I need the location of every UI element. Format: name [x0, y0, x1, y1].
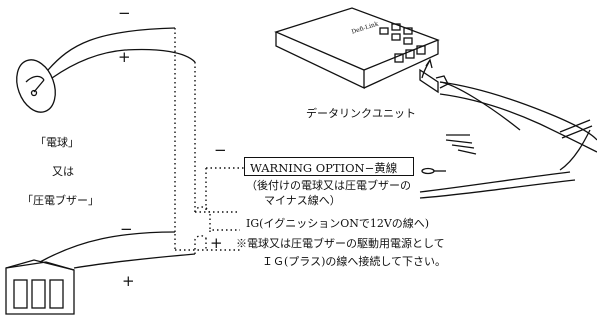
warning-note-line-2: マイナス線へ）: [264, 194, 341, 207]
warning-minus-sign: −: [214, 141, 227, 159]
warning-option-box: WARNING OPTION−黄線: [244, 157, 414, 176]
ig-plus-sign: +: [210, 234, 223, 252]
data-link-unit: [274, 7, 449, 94]
or-label: 又は: [52, 165, 74, 178]
bulb-icon: [16, 27, 196, 113]
buzzer-plus-sign: +: [122, 272, 135, 290]
bulb-minus-sign: −: [118, 4, 131, 22]
note-line-2: ＩＧ(プラス)の線へ接続して下さい。: [262, 255, 447, 268]
bulb-label: 「電球」: [35, 136, 79, 149]
note-line-1: ※電球又は圧電ブザーの駆動用電源として: [236, 237, 445, 250]
buzzer-icon: [5, 231, 196, 315]
buzzer-label: 「圧電ブザー」: [22, 194, 99, 207]
bulb-plus-sign: +: [118, 48, 131, 66]
warning-note-line-1: （後付けの電球又は圧電ブザーの: [246, 179, 411, 192]
ig-label: IG(イグニッションONで12Vの線へ): [246, 217, 430, 230]
unit-name-label: データリンクユニット: [306, 107, 416, 120]
warning-option-label: WARNING OPTION−黄線: [250, 161, 398, 175]
buzzer-minus-sign: −: [120, 220, 133, 238]
